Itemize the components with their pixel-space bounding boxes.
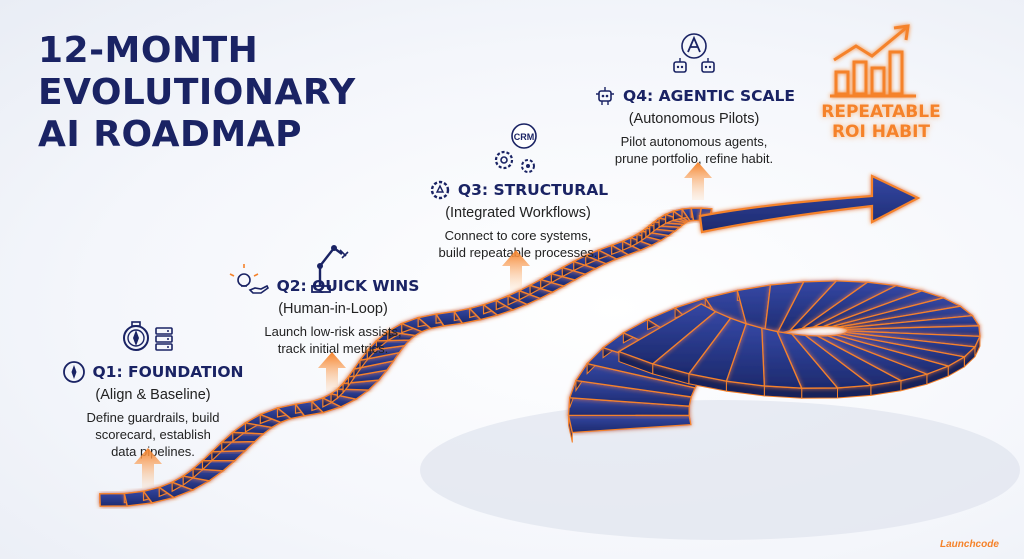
page-title: 12-MONTH EVOLUTIONARY AI ROADMAP <box>38 30 398 156</box>
stair-step <box>99 492 129 507</box>
desc-line: Connect to core systems, <box>444 228 592 243</box>
arrow-up-icon <box>318 352 346 392</box>
phase-heading: Q4: AGENTIC SCALE <box>623 87 795 105</box>
phase-q4: Q4: AGENTIC SCALE (Autonomous Pilots) Pi… <box>596 84 795 167</box>
phase-heading: Q1: FOUNDATION <box>92 363 244 381</box>
title-line-3: AI ROADMAP <box>38 114 302 155</box>
phase-heading: Q3: STRUCTURAL <box>457 181 609 199</box>
crm-label: CRM <box>514 132 535 142</box>
phase-q2: Q2: QUICK WINS (Human-in-Loop) Launch lo… <box>238 274 428 357</box>
phase-description: Pilot autonomous agents, prune portfolio… <box>596 133 792 167</box>
step-riser <box>801 387 839 399</box>
goal-line-1: REPEATABLE <box>821 102 941 122</box>
top-arrow-ramp <box>698 174 921 234</box>
robot-arm-icon <box>311 245 349 293</box>
spiral-steps <box>567 280 981 443</box>
phase-subtitle: (Align & Baseline) <box>95 387 211 403</box>
desc-line: prune portfolio, refine habit. <box>614 151 774 166</box>
phase-description: Define guardrails, build scorecard, esta… <box>58 409 248 460</box>
goal-label: REPEATABLE ROI HABIT <box>806 102 956 142</box>
desc-line: Define guardrails, build <box>86 410 220 425</box>
main-staircase <box>99 207 713 507</box>
gear-icon <box>430 180 450 200</box>
robot-icon <box>596 87 615 105</box>
desc-line: data pipelines. <box>111 444 195 459</box>
lightbulb-hand-icon <box>229 245 349 293</box>
arrow-up-icon <box>684 162 712 200</box>
compass-icon <box>123 321 173 351</box>
database-icon <box>155 327 173 351</box>
phase-subtitle: (Autonomous Pilots) <box>628 111 760 127</box>
brand-logo: Launchcode <box>940 539 999 550</box>
phase-description: Launch low-risk assists, track initial m… <box>238 323 428 357</box>
phase-heading: Q2: QUICK WINS <box>276 277 420 295</box>
floor-shadow <box>420 400 1020 540</box>
crm-icon: CRM <box>494 123 537 173</box>
hand-icon <box>248 284 269 294</box>
phase-subtitle: (Integrated Workflows) <box>445 205 591 221</box>
compass-icon <box>63 361 86 383</box>
desc-line: track initial metrics. <box>277 341 389 356</box>
desc-line: Launch low-risk assists, <box>264 324 402 339</box>
stair-step <box>191 459 237 472</box>
goal-line-2: ROI HABIT <box>831 122 931 142</box>
arrow-up-icon <box>502 250 530 290</box>
title-line-1: 12-MONTH <box>38 30 259 71</box>
desc-line: scorecard, establish <box>95 427 211 442</box>
gear-network-icon <box>494 150 535 173</box>
phase-subtitle: (Human-in-Loop) <box>278 301 388 317</box>
desc-line: Pilot autonomous agents, <box>620 134 768 149</box>
ai-agents-icon <box>673 33 715 73</box>
spiral-step <box>617 303 717 365</box>
title-line-2: EVOLUTIONARY <box>38 72 356 113</box>
arrow-up-icon <box>134 448 162 488</box>
growth-chart-icon <box>830 24 916 98</box>
phase-q1: Q1: FOUNDATION (Align & Baseline) Define… <box>58 360 248 460</box>
phase-q3: Q3: STRUCTURAL (Integrated Workflows) Co… <box>418 178 618 261</box>
